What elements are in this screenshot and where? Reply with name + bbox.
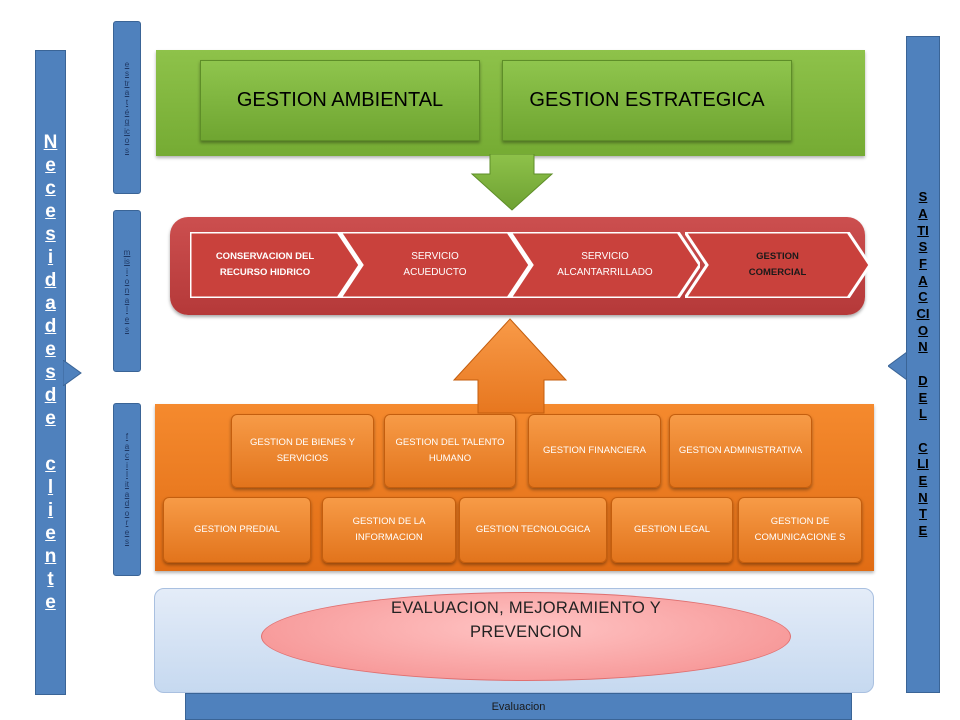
left-bar-necesidades: N e c e s i d a d e s d e c l i e n t e xyxy=(35,50,66,695)
chevron-acueducto-label: SERVICIO ACUEDUCTO xyxy=(403,251,467,278)
tab-estrategicos-label: e s tr a t é g ic o s xyxy=(124,59,130,155)
tab-facilitadores: f a c i l it a d o r e s xyxy=(113,403,141,576)
chevron-comercial: GESTION COMERCIAL xyxy=(685,232,870,298)
box-gestion-talento-humano: GESTION DEL TALENTO HUMANO xyxy=(384,414,516,488)
box-gestion-estrategica: GESTION ESTRATEGICA xyxy=(502,60,792,141)
box-gestion-comunicaciones: GESTION DE COMUNICACIONE S xyxy=(738,497,862,563)
evaluation-ellipse-label: EVALUACION, MEJORAMIENTO Y PREVENCION xyxy=(390,599,662,641)
box-gestion-predial: GESTION PREDIAL xyxy=(163,497,311,563)
tab-estrategicos: e s tr a t é g ic o s xyxy=(113,21,141,194)
chevron-conservacion: CONSERVACION DEL RECURSO HIDRICO xyxy=(190,232,360,298)
box-gestion-ambiental: GESTION AMBIENTAL xyxy=(200,60,480,141)
right-bar-label: S A TI S F A C CI O N D E L C LI E N T E xyxy=(916,189,930,539)
bottom-bar-label: Evaluacion xyxy=(491,700,546,713)
left-bar-label: N e c e s i d a d e s d e c l i e n t e xyxy=(43,132,58,613)
chevron-comercial-label: GESTION COMERCIAL xyxy=(748,251,807,278)
right-arrow-icon xyxy=(888,352,908,380)
tab-misionales-label: m is i o n a l e s xyxy=(123,247,131,334)
evaluation-ellipse xyxy=(261,592,791,681)
tab-facilitadores-label: f a c i l it a d o r e s xyxy=(124,431,130,547)
bottom-bar-evaluacion: Evaluacion xyxy=(185,693,852,720)
orange-up-arrow-icon xyxy=(452,318,568,414)
left-arrow-icon xyxy=(63,360,82,386)
box-gestion-financiera: GESTION FINANCIERA xyxy=(528,414,661,488)
green-down-arrow-icon xyxy=(470,154,554,211)
right-bar-satisfaccion: S A TI S F A C CI O N D E L C LI E N T E xyxy=(906,36,940,693)
box-gestion-legal: GESTION LEGAL xyxy=(611,497,733,563)
chevron-alcantarrillado: SERVICIO ALCANTARRILLADO xyxy=(510,232,700,298)
chevron-conservacion-label: CONSERVACION DEL RECURSO HIDRICO xyxy=(215,251,315,278)
box-gestion-administrativa: GESTION ADMINISTRATIVA xyxy=(669,414,812,488)
chevron-acueducto: SERVICIO ACUEDUCTO xyxy=(340,232,530,298)
chevron-alcantarrillado-label: SERVICIO ALCANTARRILLADO xyxy=(557,251,653,278)
box-gestion-informacion: GESTION DE LA INFORMACION xyxy=(322,497,456,563)
box-gestion-tecnologica: GESTION TECNOLOGICA xyxy=(459,497,607,563)
tab-misionales: m is i o n a l e s xyxy=(113,210,141,372)
box-gestion-bienes-servicios: GESTION DE BIENES Y SERVICIOS xyxy=(231,414,374,488)
